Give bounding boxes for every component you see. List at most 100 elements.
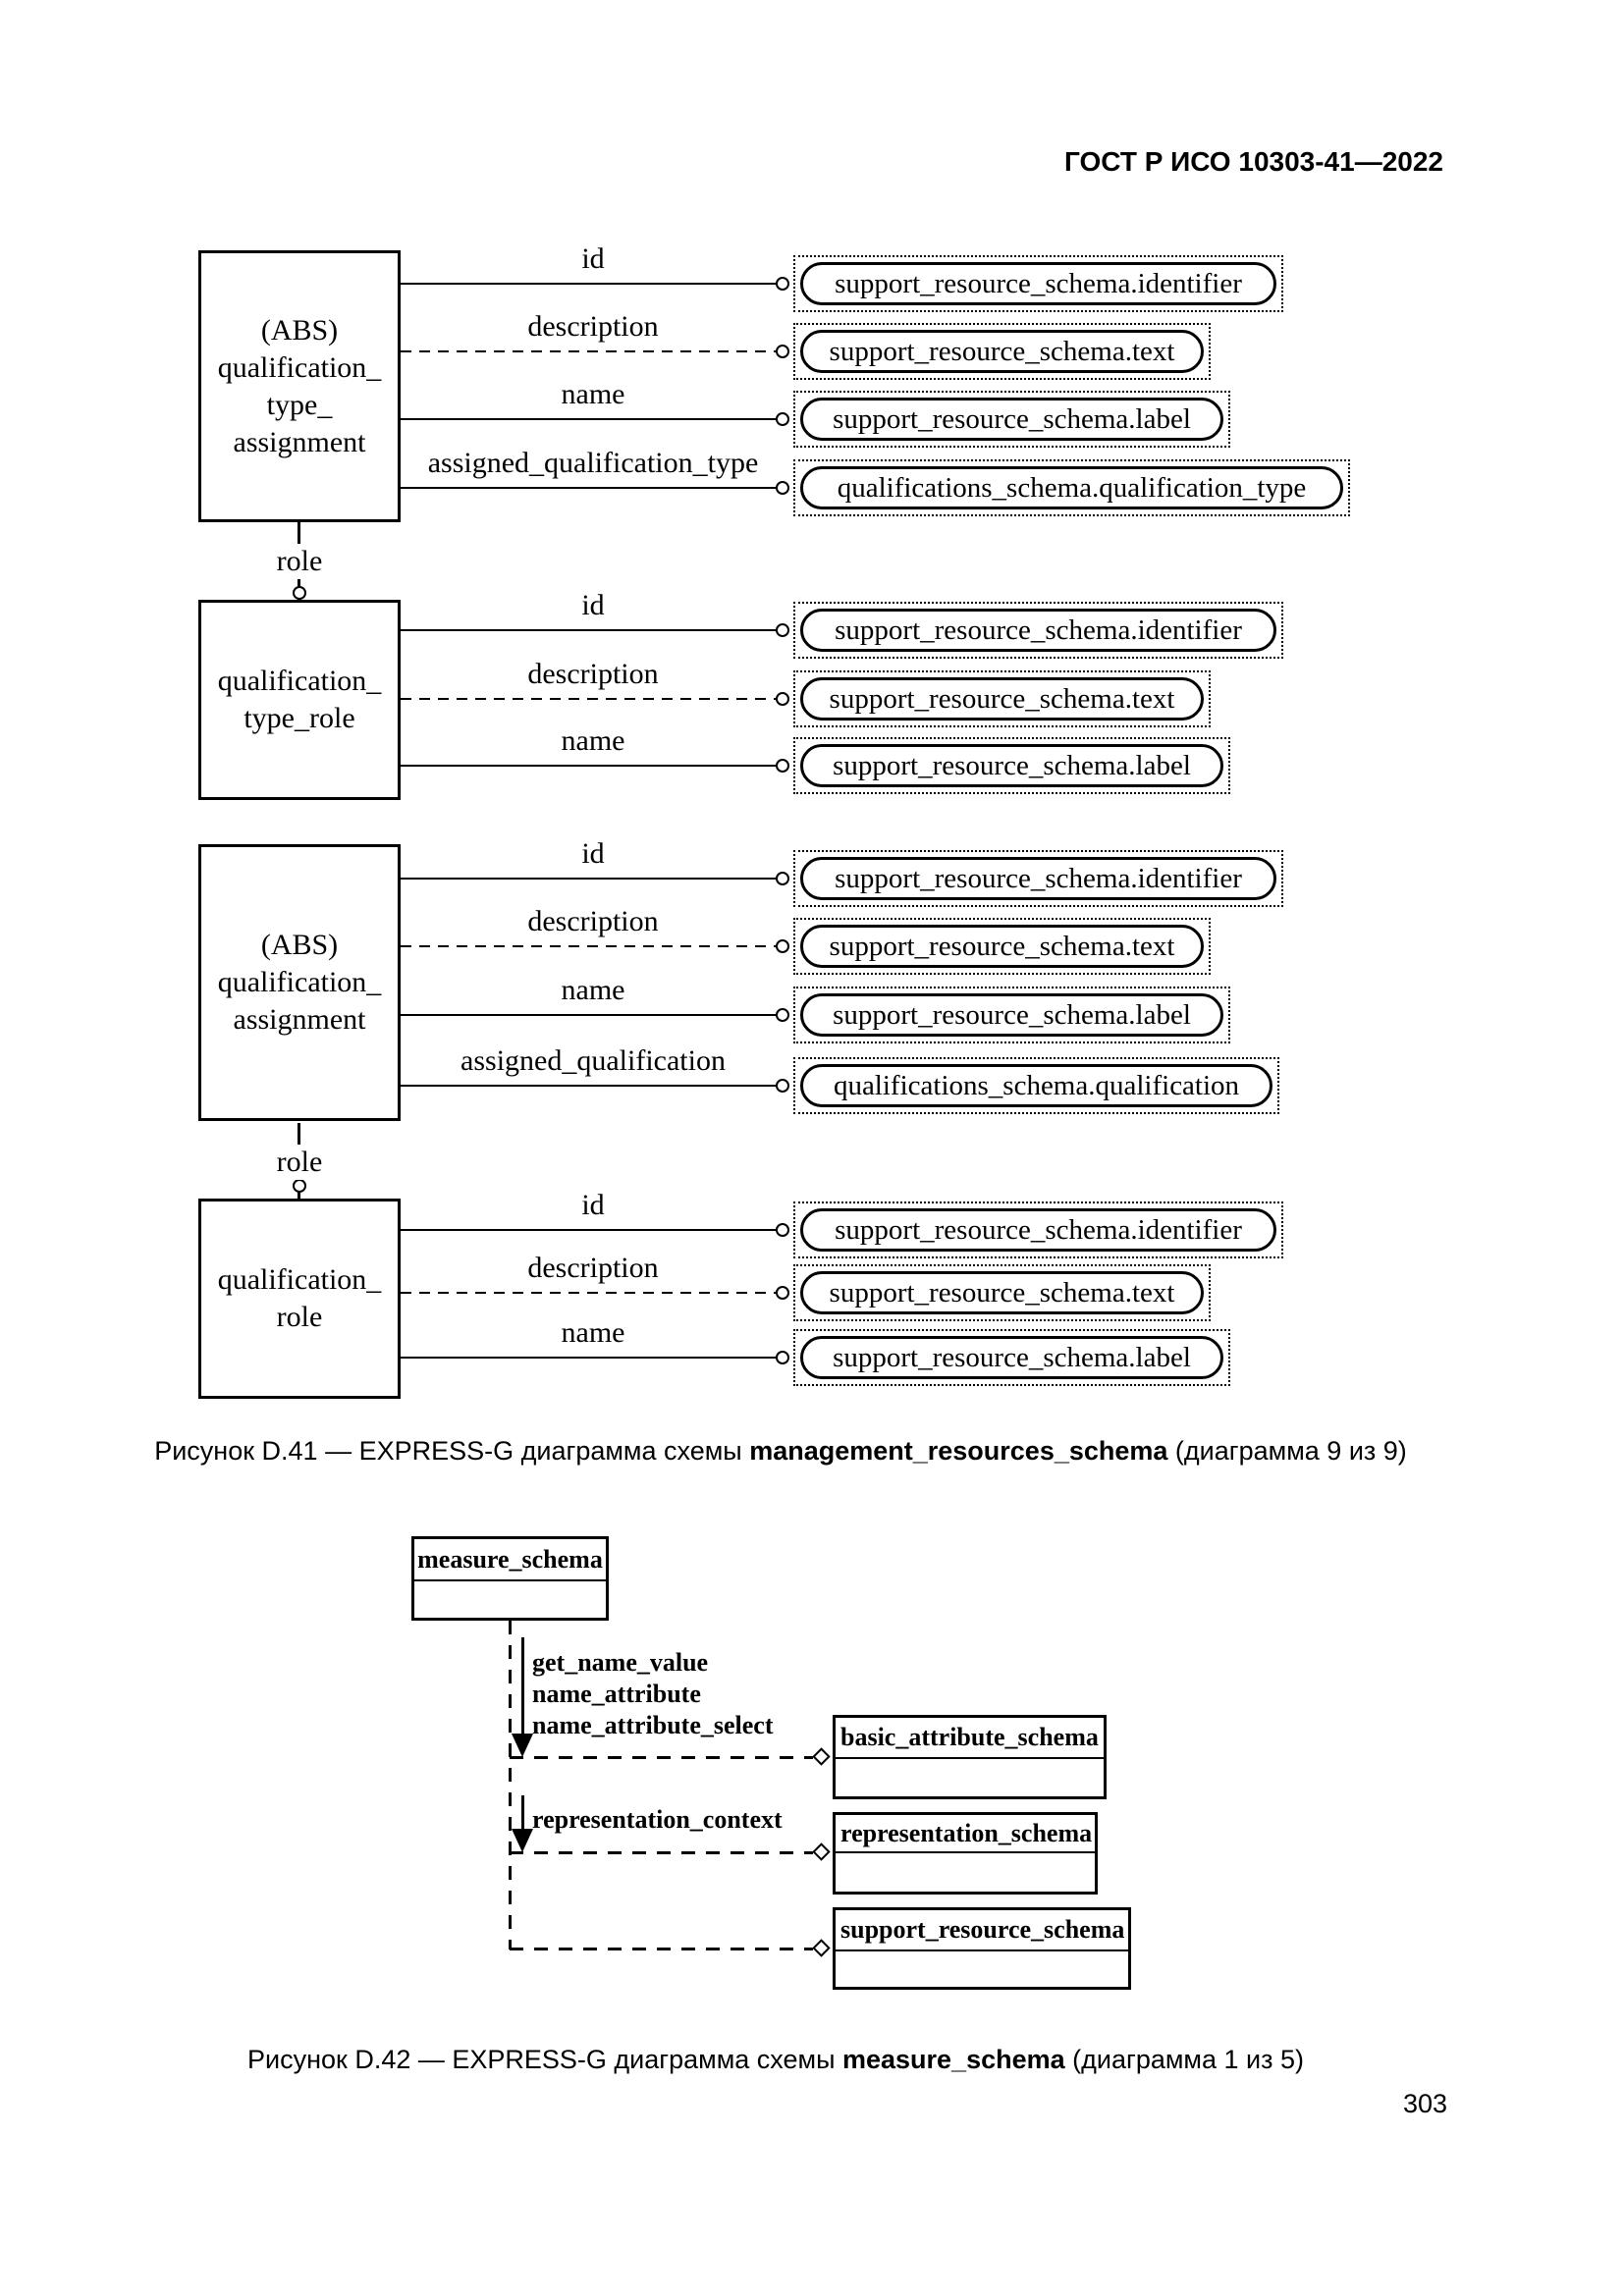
entity-name-line: type_ <box>266 388 333 421</box>
attribute-label: description <box>527 310 659 343</box>
attribute-end-circle-icon <box>776 939 789 953</box>
attribute-end-circle-icon <box>776 277 789 291</box>
page-reference-diamond-icon <box>812 1747 831 1766</box>
attribute-label: assigned_qualification <box>460 1044 726 1077</box>
schema-box-measure-schema: measure_schema <box>411 1536 609 1621</box>
attribute-end-circle-icon <box>776 623 789 637</box>
reference-attribute-label: name_attribute_select <box>532 1711 774 1739</box>
reference-arrow-line <box>521 1795 524 1831</box>
entity-box: (ABS) qualification_ assignment <box>198 844 401 1121</box>
entity-box: qualification_role <box>198 1199 401 1399</box>
page-number: 303 <box>1402 2089 1447 2118</box>
reference-attribute-label: representation_context <box>532 1805 783 1834</box>
schema-box-title: support_resource_schema <box>836 1910 1128 1951</box>
reference-dashed-line <box>510 1948 813 1950</box>
entity-box: qualification_type_role <box>198 600 401 800</box>
schema-box-basic-attribute-schema: basic_attribute_schema <box>833 1715 1107 1799</box>
attribute-label: id <box>581 1189 605 1221</box>
attribute-label: name <box>561 974 625 1006</box>
attribute-line <box>401 1229 777 1231</box>
attribute-dashed-line <box>401 350 777 352</box>
caption-d41-schema-name: management_resources_schema <box>749 1436 1168 1466</box>
reference-arrow-line <box>521 1637 524 1735</box>
entity-name-line: (ABS) <box>260 929 339 961</box>
attribute-end-circle-icon <box>776 1079 789 1093</box>
interschema-reference-pill: support_resource_schema.text <box>800 677 1204 721</box>
entity-name-line: type_role <box>244 702 355 734</box>
caption-d42-suffix: (диаграмма 1 из 5) <box>1064 2045 1304 2074</box>
attribute-end-circle-icon <box>776 481 789 495</box>
attribute-dashed-line <box>401 1292 777 1294</box>
attribute-dashed-line <box>401 945 777 947</box>
page-reference-diamond-icon <box>812 1939 831 1957</box>
reference-dashed-line <box>510 1756 813 1759</box>
caption-d41-suffix: (диаграмма 9 из 9) <box>1167 1436 1407 1466</box>
figure-caption-d42: Рисунок D.42 — EXPRESS-G диаграмма схемы… <box>247 2043 1304 2076</box>
attribute-end-circle-icon <box>776 1286 789 1300</box>
entity-name-line: qualification_ <box>217 966 382 998</box>
attribute-line <box>401 418 777 420</box>
attribute-end-circle-icon <box>776 692 789 706</box>
entity-name-line: assignment <box>233 1003 366 1036</box>
attribute-line <box>401 878 777 880</box>
role-label: role <box>255 544 344 579</box>
schema-box-title: representation_schema <box>836 1815 1095 1853</box>
attribute-dashed-line <box>401 698 777 700</box>
attribute-end-circle-icon <box>776 759 789 773</box>
attribute-end-circle-icon <box>776 412 789 426</box>
down-arrowhead-icon <box>512 1734 533 1757</box>
interschema-reference-pill: support_resource_schema.identifier <box>800 262 1276 305</box>
entity-name-line: (ABS) <box>260 313 339 347</box>
reference-attribute-label: get_name_value <box>532 1648 709 1677</box>
interschema-reference-pill: support_resource_schema.text <box>800 330 1204 373</box>
attribute-line <box>401 765 777 767</box>
entity-name-line: qualification_ <box>217 350 382 384</box>
attribute-label: id <box>581 589 605 621</box>
entity-box: (ABS)qualification_ type_ assignment <box>198 250 401 522</box>
schema-box-title: measure_schema <box>414 1539 606 1581</box>
attribute-label: description <box>527 658 659 690</box>
interschema-reference-pill: support_resource_schema.identifier <box>800 609 1276 652</box>
interschema-reference-pill: support_resource_schema.label <box>800 1336 1223 1379</box>
schema-box-title: basic_attribute_schema <box>836 1718 1104 1759</box>
attribute-label: name <box>561 724 625 757</box>
attribute-label: name <box>561 378 625 410</box>
down-arrowhead-icon <box>512 1829 533 1852</box>
interschema-reference-pill: support_resource_schema.label <box>800 398 1223 441</box>
attribute-label: id <box>581 837 605 870</box>
page-reference-diamond-icon <box>812 1842 831 1861</box>
interschema-reference-pill: support_resource_schema.text <box>800 925 1204 968</box>
attribute-end-circle-icon <box>776 1351 789 1364</box>
attribute-line <box>401 283 777 285</box>
interschema-reference-pill: qualifications_schema.qualification <box>800 1064 1272 1107</box>
caption-d42-prefix: Рисунок D.42 — EXPRESS-G диаграмма схемы <box>247 2045 842 2074</box>
caption-d41-prefix: Рисунок D.41 — EXPRESS-G диаграмма схемы <box>154 1436 750 1466</box>
attribute-line <box>401 1014 777 1016</box>
page-header: ГОСТ Р ИСО 10303-41—2022 <box>1064 146 1443 177</box>
interschema-reference-pill: support_resource_schema.label <box>800 744 1223 787</box>
interschema-reference-pill: support_resource_schema.identifier <box>800 857 1276 900</box>
attribute-line <box>401 1085 777 1087</box>
attribute-line <box>401 487 777 489</box>
reference-dashed-line <box>510 1851 813 1854</box>
role-end-circle-icon <box>293 586 306 600</box>
reference-attribute-label: name_attribute <box>532 1680 701 1708</box>
interschema-reference-pill: support_resource_schema.identifier <box>800 1208 1276 1252</box>
entity-name-line: assignment <box>233 425 366 458</box>
attribute-line <box>401 629 777 631</box>
attribute-end-circle-icon <box>776 1223 789 1237</box>
entity-name-line: role <box>276 1301 323 1333</box>
schema-box-support-resource-schema: support_resource_schema <box>833 1907 1131 1990</box>
attribute-label: name <box>561 1316 625 1349</box>
entity-name-line: qualification_ <box>217 1263 382 1296</box>
role-end-circle-icon <box>293 1179 306 1193</box>
interschema-reference-pill: qualifications_schema.qualification_type <box>800 466 1343 509</box>
schema-box-representation-schema: representation_schema <box>833 1812 1098 1895</box>
figure-caption-d41: Рисунок D.41 — EXPRESS-G диаграмма схемы… <box>154 1434 1407 1468</box>
attribute-label: id <box>581 242 605 275</box>
role-label: role <box>255 1145 344 1180</box>
attribute-label: assigned_qualification_type <box>427 447 759 479</box>
attribute-label: description <box>527 1252 659 1284</box>
reference-trunk-dashed-line <box>509 1621 512 1949</box>
